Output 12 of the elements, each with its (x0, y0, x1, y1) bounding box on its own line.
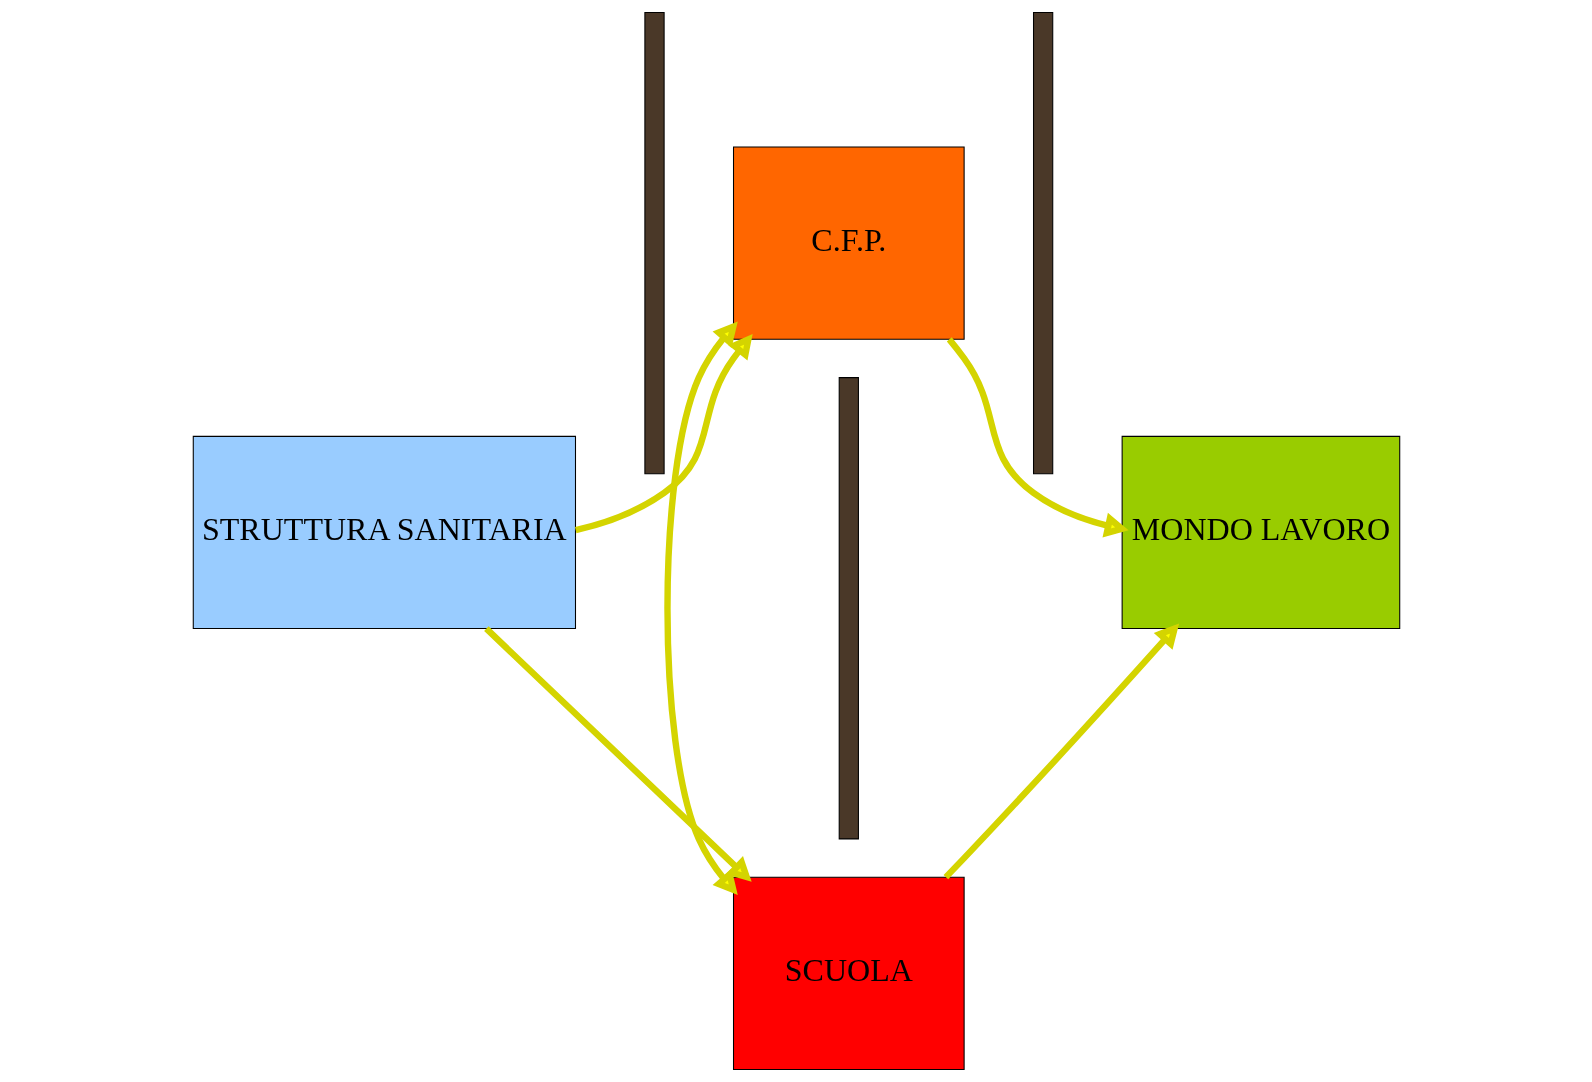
node-bar (1032, 11, 1053, 475)
arrow (943, 623, 1179, 880)
node-box: C.F.P. (732, 146, 965, 340)
arrow (574, 334, 753, 534)
node-box: STRUTTURA SANITARIA (192, 435, 576, 630)
node-box: SCUOLA (732, 876, 965, 1071)
arrow (946, 337, 1129, 538)
node-bar (643, 11, 665, 475)
node-bar (838, 377, 859, 840)
node-box: MONDO LAVORO (1121, 435, 1400, 630)
arrow (663, 321, 738, 895)
arrow (483, 626, 752, 882)
